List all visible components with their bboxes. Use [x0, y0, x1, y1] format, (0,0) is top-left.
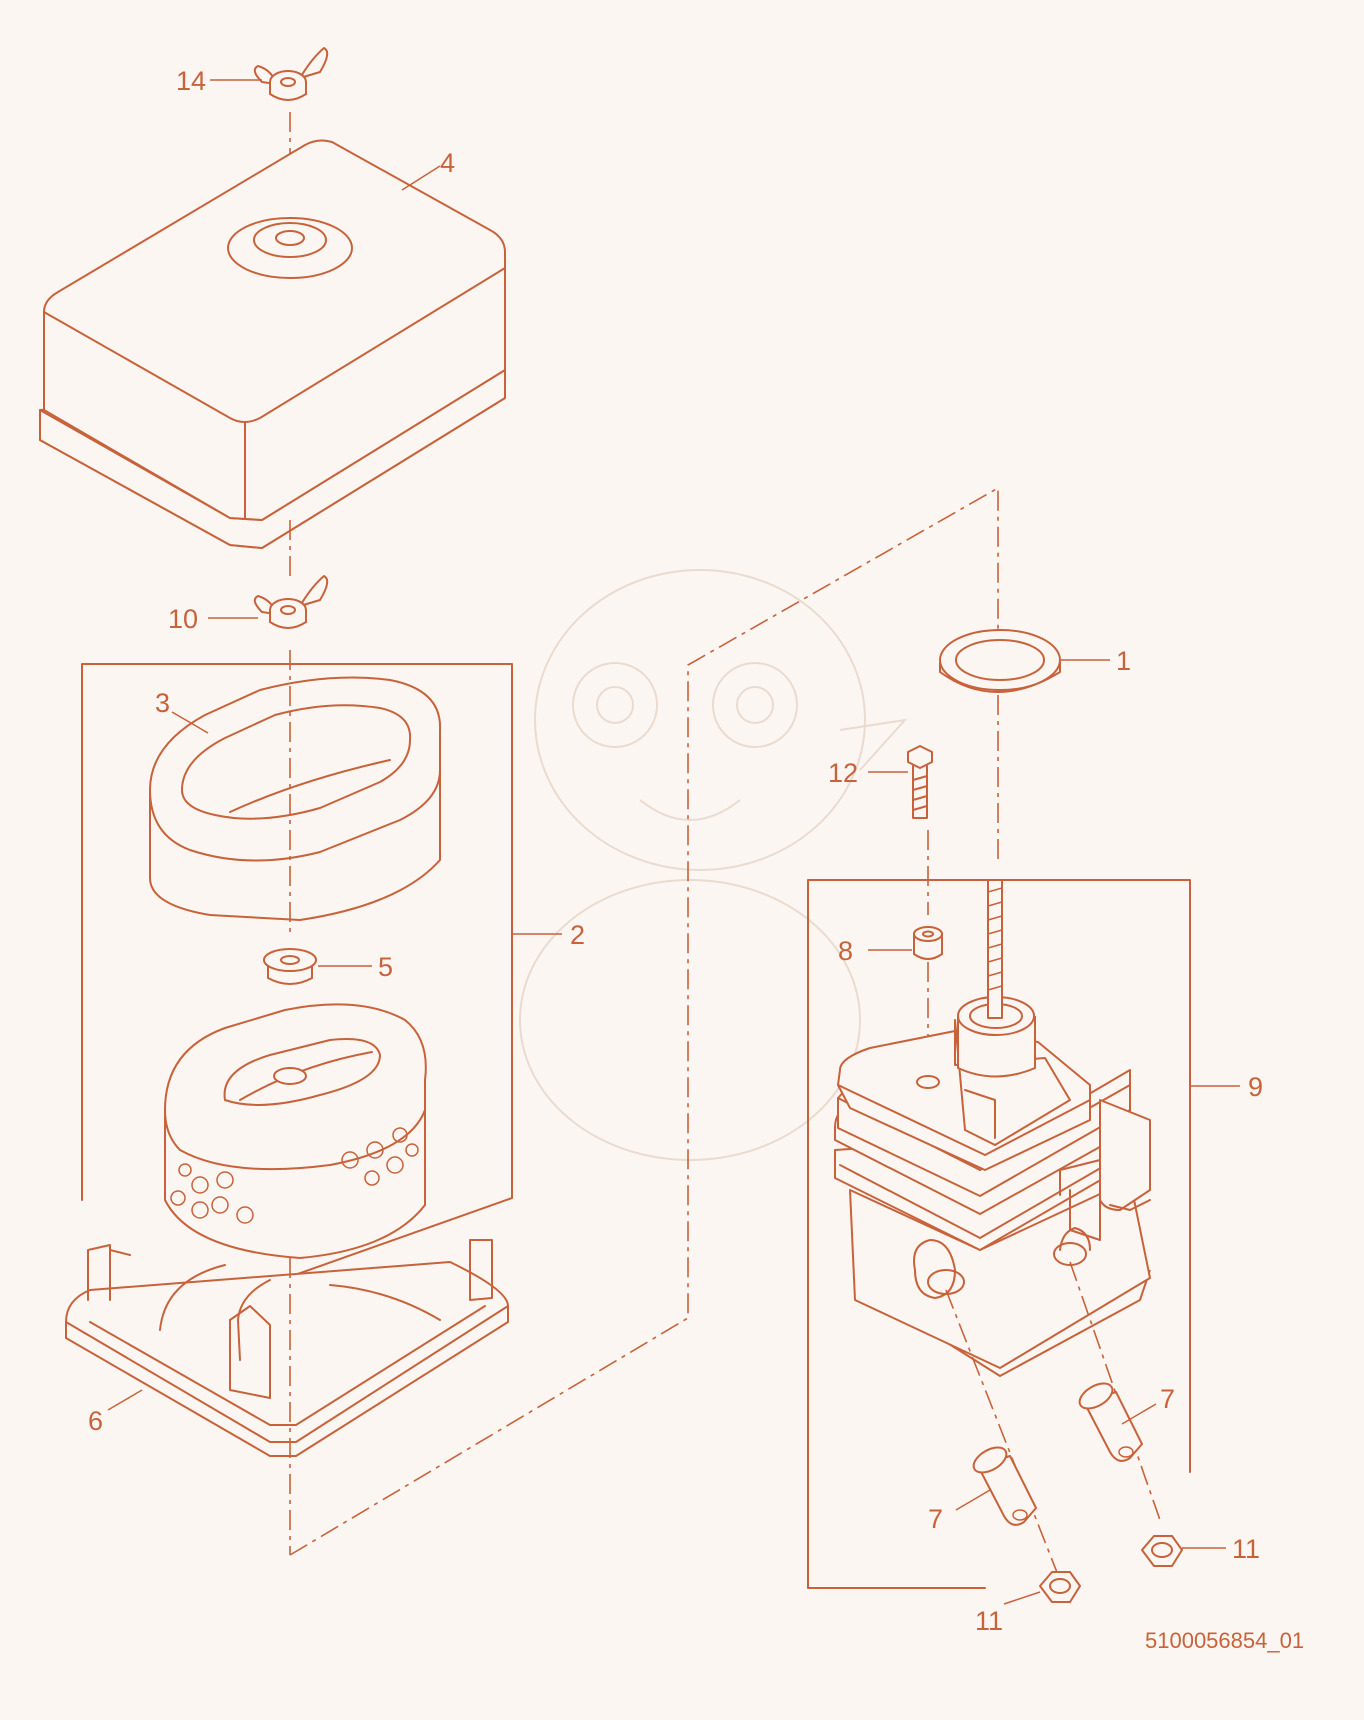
part-8-spacer[interactable]	[913, 926, 943, 960]
part-6-base[interactable]	[65, 1239, 509, 1457]
part-9-kit-bracket	[807, 879, 1191, 1589]
callout-7-right: 7	[1160, 1384, 1175, 1414]
part-14-wing-nut[interactable]	[253, 47, 329, 101]
part-2-kit-bracket	[81, 663, 513, 1277]
callout-14: 14	[176, 66, 206, 96]
callout-12: 12	[828, 758, 858, 788]
part-7-sleeve-left[interactable]	[969, 1442, 1037, 1526]
assembly-plane-line	[289, 486, 999, 1556]
part-12-screw[interactable]	[907, 745, 933, 819]
callout-4: 4	[440, 148, 455, 178]
callout-10: 10	[168, 604, 198, 634]
callout-3: 3	[155, 688, 170, 718]
callout-11-left: 11	[975, 1606, 1003, 1636]
callout-8: 8	[838, 936, 853, 966]
part-11-nut-left[interactable]	[1039, 1571, 1081, 1603]
watermark-mascot	[519, 569, 908, 1161]
callout-7-left: 7	[928, 1504, 943, 1534]
document-number: 5100056854_01	[1145, 1628, 1304, 1653]
part-3-outer-filter[interactable]	[149, 676, 442, 921]
callout-6: 6	[88, 1406, 103, 1436]
part-inner-filter[interactable]	[164, 1003, 427, 1259]
part-1-seal-ring[interactable]	[939, 629, 1061, 693]
callout-11-right: 11	[1232, 1534, 1260, 1564]
part-10-wing-nut[interactable]	[253, 575, 329, 629]
part-4-cover[interactable]	[39, 139, 506, 549]
callout-1: 1	[1116, 646, 1131, 676]
joystick-valve-housing[interactable]	[834, 879, 1151, 1377]
part-11-nut-right[interactable]	[1141, 1535, 1183, 1567]
callout-2: 2	[570, 920, 585, 950]
callout-9: 9	[1248, 1072, 1263, 1102]
part-7-sleeve-right[interactable]	[1075, 1378, 1143, 1462]
callout-5: 5	[378, 952, 393, 982]
part-5-grommet[interactable]	[263, 948, 317, 985]
perforation-holes	[170, 1127, 419, 1224]
